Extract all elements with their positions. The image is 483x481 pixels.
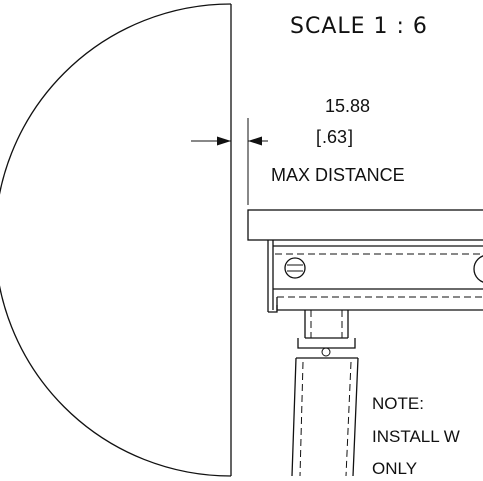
scale-label: SCALE 1 : 6 [290, 14, 428, 39]
arrowhead-left [217, 136, 231, 146]
install-note: NOTE: INSTALL W ONLY [372, 394, 460, 478]
dimension-max-distance: 15.88 [ .63 ] MAX DISTANCE [191, 96, 405, 205]
leg-hidden-right [345, 361, 352, 477]
connector-post [297, 310, 356, 357]
plate-body [247, 209, 483, 241]
post-pin [321, 347, 331, 357]
arrowhead-right [248, 136, 262, 146]
screw-head [284, 257, 306, 279]
housing-hole [473, 255, 483, 283]
bracket-housing [267, 240, 483, 313]
dimension-bracket-right: ] [348, 127, 353, 147]
dimension-imperial: .63 [322, 127, 347, 147]
note-heading: NOTE: [372, 394, 424, 413]
lower-leg [291, 357, 359, 477]
detail-boundary [0, 3, 232, 477]
mounting-plate [247, 209, 483, 241]
dimension-label: MAX DISTANCE [271, 165, 405, 185]
note-line-1: INSTALL W [372, 427, 460, 446]
housing-bottom [276, 297, 483, 311]
dimension-bracket-left: [ [316, 127, 321, 147]
dimension-metric: 15.88 [325, 96, 370, 116]
leg-outline [291, 357, 359, 477]
leg-hidden-left [299, 361, 304, 477]
note-line-2: ONLY [372, 459, 417, 478]
detail-boundary-arc [0, 3, 232, 477]
post-collar [297, 338, 356, 349]
